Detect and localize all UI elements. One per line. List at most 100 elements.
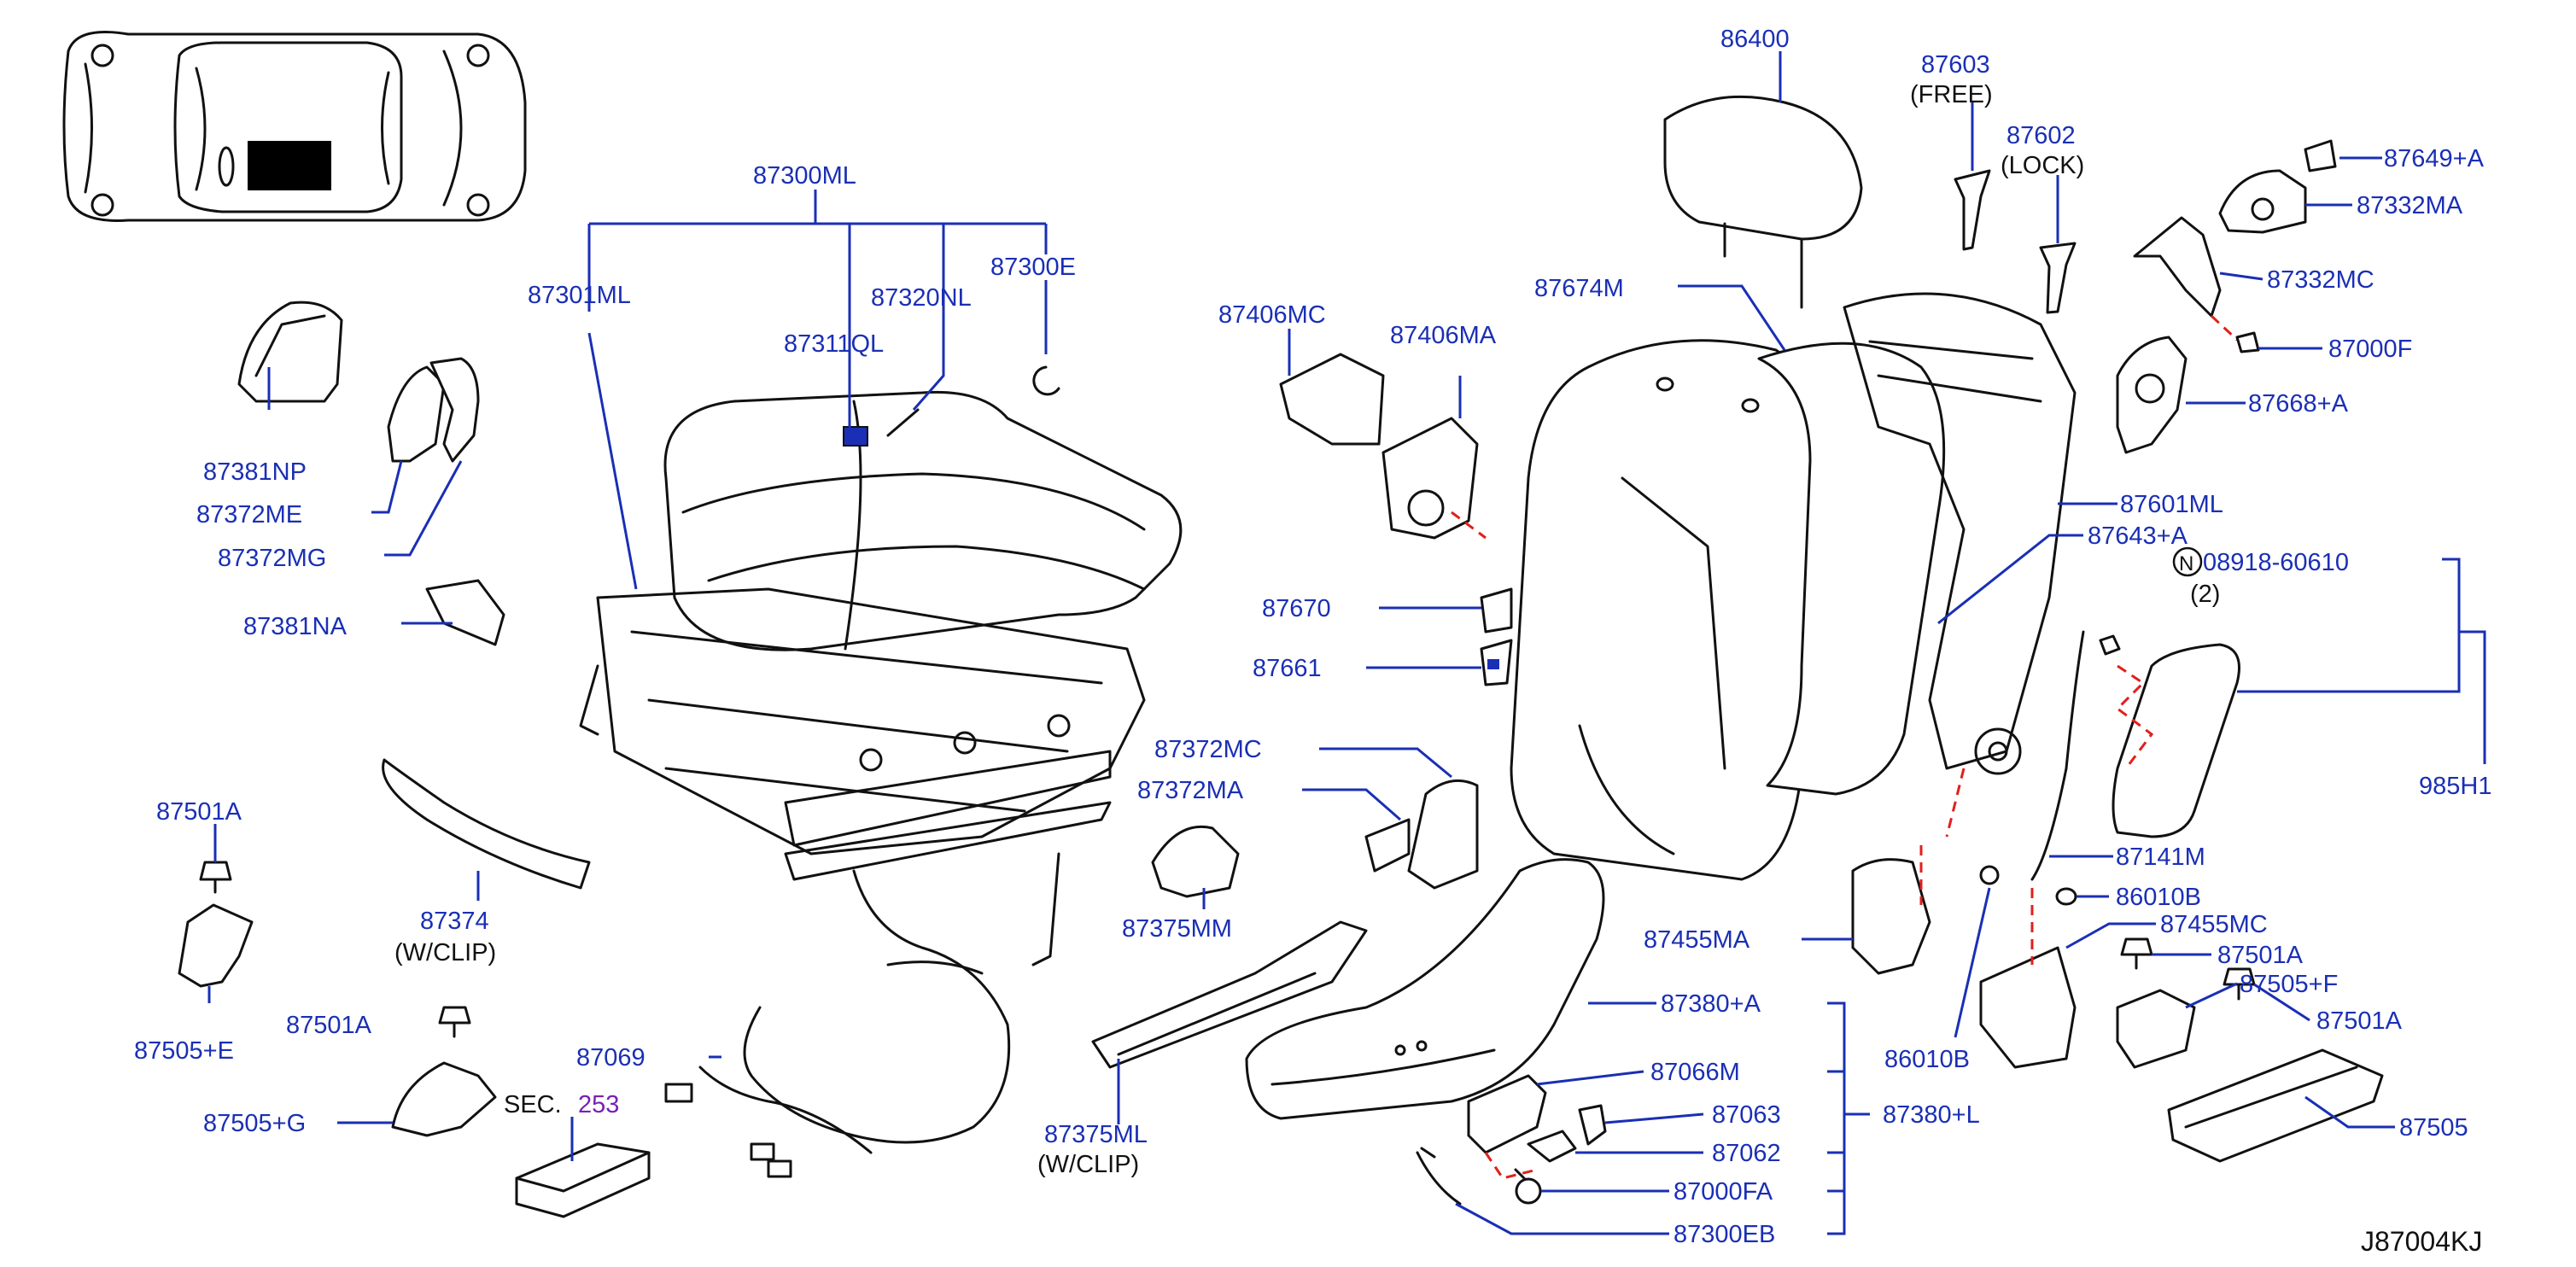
cover-87381na-drawing xyxy=(425,579,505,646)
label-87602: 87602 xyxy=(2006,122,2076,149)
label-87670: 87670 xyxy=(1262,595,1331,622)
leader-lines xyxy=(207,51,2486,1235)
label-87380l: 87380+L xyxy=(1883,1101,1980,1129)
screw-87000fa-drawing xyxy=(1514,1168,1542,1205)
label-87141m: 87141M xyxy=(2116,844,2205,871)
label-87603-note: (FREE) xyxy=(1910,81,1993,108)
label-87649a: 87649+A xyxy=(2384,145,2485,172)
cover-87406mc-drawing xyxy=(1279,353,1385,446)
label-sec-253: 253 xyxy=(578,1091,619,1118)
label-87661: 87661 xyxy=(1253,655,1322,682)
bracket-87375mm-drawing xyxy=(1151,825,1240,898)
cable-87141m-drawing xyxy=(2030,630,2085,881)
seat-frame-drawing xyxy=(579,587,1146,881)
label-87062: 87062 xyxy=(1712,1140,1781,1167)
seatback-frame-drawing xyxy=(1843,292,2077,775)
cover-87455ma-drawing xyxy=(1851,768,1966,975)
label-87406ma: 87406MA xyxy=(1390,322,1497,349)
label-87000f: 87000F xyxy=(2328,336,2412,363)
washer-86010b-drawing xyxy=(1979,865,2000,885)
label-87406mc: 87406MC xyxy=(1218,301,1326,329)
screw-87000f-drawing xyxy=(2235,331,2260,353)
switch-87066m-drawing xyxy=(1467,1074,1547,1180)
bolt-87501a-3-drawing xyxy=(2120,937,2153,970)
label-87603: 87603 xyxy=(1921,51,1990,79)
cover-87372mc-drawing xyxy=(1407,779,1479,890)
label-87501a-1: 87501A xyxy=(156,798,242,826)
label-87375ml-note: (W/CLIP) xyxy=(1037,1151,1139,1178)
label-87381np: 87381NP xyxy=(203,458,307,486)
label-87332mc: 87332MC xyxy=(2267,266,2374,294)
cap-87649a-drawing xyxy=(2304,139,2337,172)
label-87375ml: 87375ML xyxy=(1044,1121,1148,1148)
label-87375mm: 87375MM xyxy=(1122,915,1232,943)
label-87505g: 87505+G xyxy=(203,1110,306,1137)
label-08918-qty: (2) xyxy=(2190,581,2220,608)
label-87332ma: 87332MA xyxy=(2357,192,2463,219)
bolt-87501a-drawing xyxy=(199,861,232,894)
label-87311ql: 87311QL xyxy=(784,330,884,358)
seatback-rear-drawing xyxy=(1757,342,1946,796)
cover-87505f-drawing xyxy=(2116,989,2196,1069)
wire-harness-drawing xyxy=(664,852,1060,1178)
bolt-87501a-2-drawing xyxy=(438,1006,471,1038)
finisher-87505-drawing xyxy=(2167,1048,2384,1163)
cover-87372ma-drawing xyxy=(1364,818,1411,873)
label-87381na: 87381NA xyxy=(243,613,348,640)
knob-87063-drawing xyxy=(1578,1104,1607,1146)
label-87455mc: 87455MC xyxy=(2160,911,2268,938)
label-sec-prefix: SEC. xyxy=(504,1091,562,1118)
cover-87505g-drawing xyxy=(391,1061,497,1137)
label-87505: 87505 xyxy=(2399,1114,2468,1141)
label-87372mg: 87372MG xyxy=(218,545,326,572)
label-87505e: 87505+E xyxy=(134,1037,234,1065)
label-87000fa: 87000FA xyxy=(1674,1178,1773,1206)
cover-87455mc-drawing xyxy=(1979,888,2077,1069)
label-87674m: 87674M xyxy=(1534,275,1624,302)
label-87380a: 87380+A xyxy=(1661,990,1761,1018)
car-locator-icon xyxy=(62,31,527,222)
label-08918-60610: 08918-60610 xyxy=(2203,549,2349,576)
label-87300e: 87300E xyxy=(990,254,1076,281)
cover-87372me-drawing xyxy=(387,365,446,463)
guide-87602-drawing xyxy=(2039,242,2077,314)
label-86400: 86400 xyxy=(1720,26,1790,53)
part-labels: 87300ML 87301ML 87311QL 87320NL 87300E 8… xyxy=(134,26,2491,1257)
control-unit-drawing xyxy=(515,1142,651,1218)
knob-87062-drawing xyxy=(1527,1130,1577,1163)
cover-87372mg-drawing xyxy=(429,357,480,463)
bracket-87381np-drawing xyxy=(237,301,343,403)
label-87668a: 87668+A xyxy=(2248,390,2349,417)
label-n-symbol: N xyxy=(2179,552,2193,575)
diagram-code: J87004KJ xyxy=(2361,1226,2482,1257)
label-87505f: 87505+F xyxy=(2240,971,2338,998)
headrest-drawing xyxy=(1663,95,1863,309)
guide-87603-drawing xyxy=(1954,169,1991,251)
label-87643a: 87643+A xyxy=(2088,523,2188,550)
label-985h1: 985H1 xyxy=(2419,773,2491,800)
label-87601ml: 87601ML xyxy=(2120,491,2223,518)
pad-87661-drawing xyxy=(1480,639,1513,686)
clip-87300eb-drawing xyxy=(1416,1147,1462,1206)
finisher-87374-drawing xyxy=(382,758,591,890)
label-87501a-3: 87501A xyxy=(2217,942,2304,969)
finisher-87332mc-drawing xyxy=(2133,216,2239,342)
label-87372ma: 87372MA xyxy=(1137,777,1244,804)
label-87501a-4: 87501A xyxy=(2316,1007,2403,1035)
seat-cushion-drawing xyxy=(663,390,1183,651)
knob-87332ma-drawing xyxy=(2218,169,2307,234)
recliner-87668a-drawing xyxy=(2116,336,2188,454)
pad-87670-drawing xyxy=(1480,587,1513,634)
label-87300ml: 87300ML xyxy=(753,162,856,190)
label-87455ma: 87455MA xyxy=(1644,926,1750,954)
seatback-drawing xyxy=(1510,339,1814,881)
ring-87300e-drawing xyxy=(1032,365,1060,396)
label-87372me: 87372ME xyxy=(196,501,302,528)
washer-86010b-2-drawing xyxy=(2055,887,2077,906)
back-board-985h1-drawing xyxy=(2112,643,2240,838)
label-87501a-2: 87501A xyxy=(286,1012,372,1039)
side-finisher-87380a-drawing xyxy=(1245,858,1605,1120)
cover-87406ma-drawing xyxy=(1381,417,1487,540)
label-87602-note: (LOCK) xyxy=(2001,152,2084,179)
